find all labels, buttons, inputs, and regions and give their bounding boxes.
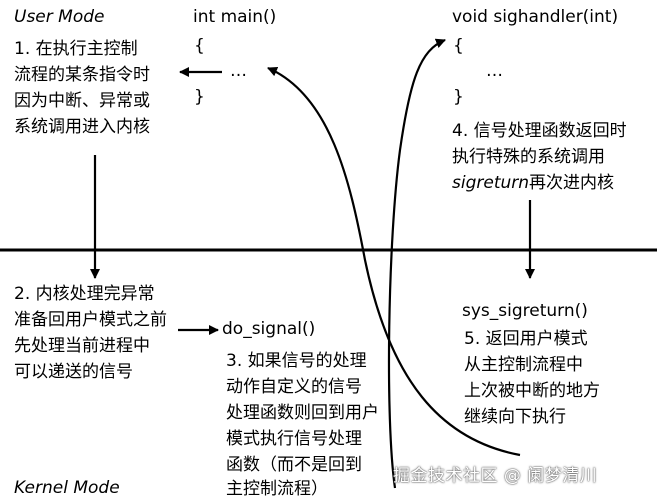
step4-line1: 4. 信号处理函数返回时 — [452, 121, 627, 141]
step3-line5: 函数（而不是回到 — [226, 455, 362, 475]
user-mode-label: User Mode — [14, 7, 105, 27]
step4-line3: sigreturn再次进内核 — [452, 172, 614, 195]
step4-line2: 执行特殊的系统调用 — [452, 147, 605, 167]
curve-return-to-main — [267, 66, 521, 457]
sighandler-open-brace: { — [453, 36, 464, 56]
step2-line3: 先处理当前进程中 — [14, 336, 150, 356]
step5-line2: 从主控制流程中 — [464, 355, 583, 375]
sigreturn-term: sigreturn — [452, 173, 530, 193]
sys-sigreturn-label: sys_sigreturn() — [462, 301, 588, 321]
step1-line4: 系统调用进入内核 — [14, 117, 150, 137]
sighandler-body-ellipsis: … — [486, 61, 503, 81]
sighandler-close-brace: } — [453, 87, 464, 107]
curve-to-sighandler — [387, 38, 446, 489]
step4-line3-rest: 再次进内核 — [529, 173, 615, 193]
step3-line6: 主控制流程） — [226, 479, 328, 499]
step5-line3: 上次被中断的地方 — [464, 381, 600, 401]
step1-line1: 1. 在执行主控制 — [14, 39, 138, 59]
step3-line3: 处理函数则回到用户 — [226, 403, 379, 423]
step1-line3: 因为中断、异常或 — [14, 91, 150, 111]
step5-line1: 5. 返回用户模式 — [464, 329, 588, 349]
step2-line4: 可以递送的信号 — [14, 362, 133, 382]
main-open-brace: { — [194, 36, 205, 56]
step3-line4: 模式执行信号处理 — [226, 429, 362, 449]
step2-line1: 2. 内核处理完异常 — [14, 284, 155, 304]
main-close-brace: } — [194, 87, 205, 107]
watermark: 掘金技术社区 @ 阑梦清川 — [393, 466, 598, 486]
step3-line2: 动作自定义的信号 — [226, 377, 362, 397]
step5-line4: 继续向下执行 — [464, 407, 566, 427]
step1-line2: 流程的某条指令时 — [14, 65, 150, 85]
step3-line1: 3. 如果信号的处理 — [226, 351, 367, 371]
kernel-mode-label: Kernel Mode — [14, 478, 120, 498]
main-function-title: int main() — [193, 7, 277, 27]
main-body-ellipsis: … — [230, 61, 247, 81]
sighandler-title: void sighandler(int) — [452, 7, 619, 27]
step2-line2: 准备回用户模式之前 — [14, 310, 167, 330]
do-signal-label: do_signal() — [222, 319, 316, 339]
